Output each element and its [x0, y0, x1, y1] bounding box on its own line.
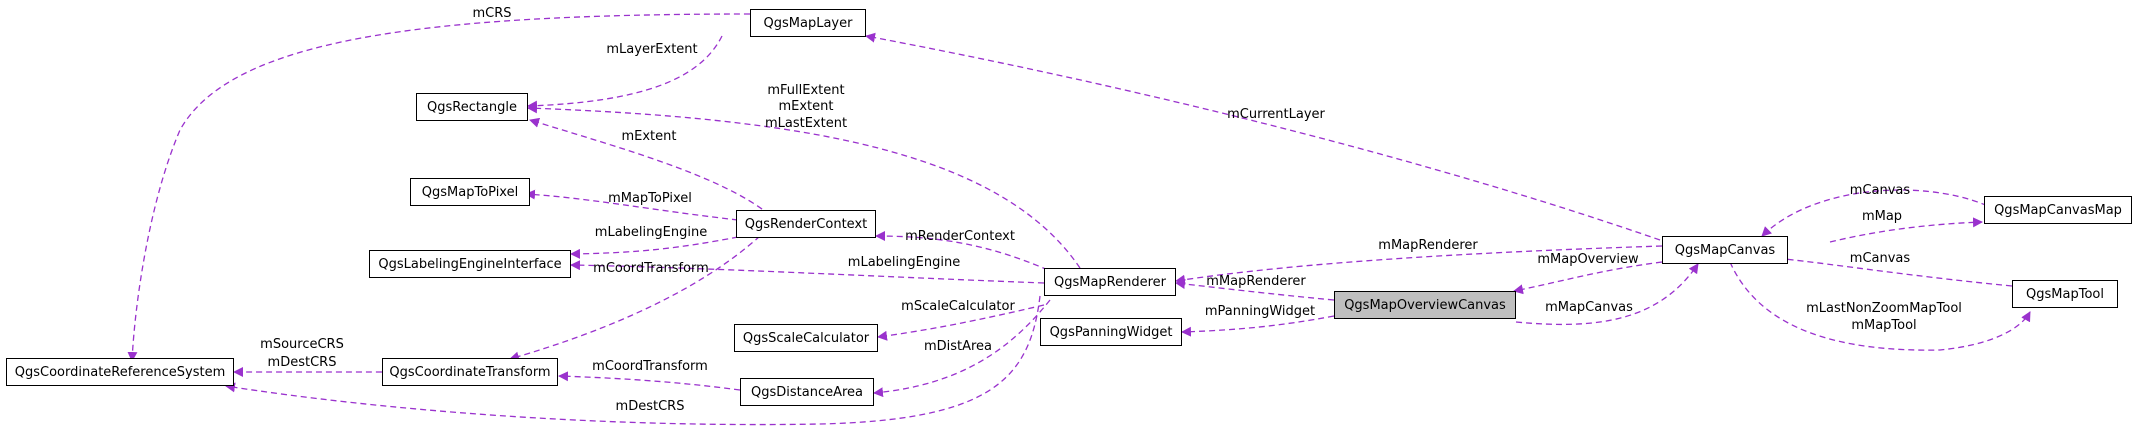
- edge-mmapcanvas: [1515, 263, 1699, 326]
- label-extents-2: mExtent: [778, 99, 833, 114]
- node-qgsmapcanvasmap[interactable]: QgsMapCanvasMap: [1984, 196, 2132, 224]
- edge-mpanningwidget: [1181, 315, 1335, 337]
- label-extents-1: mFullExtent: [767, 83, 844, 98]
- label-tools-2: mMapTool: [1851, 318, 1916, 333]
- label-mrendercontext: mRenderContext: [905, 229, 1015, 244]
- edge-mmaprenderer-mc: [1175, 245, 1663, 285]
- node-qgsrendercontext[interactable]: QgsRenderContext: [736, 210, 876, 238]
- edge-mdistarea: [873, 299, 1051, 398]
- edge-mcrs: [127, 13, 751, 362]
- label-mmaptopixel: mMapToPixel: [608, 191, 692, 206]
- label-mcanvas-mt: mCanvas: [1850, 251, 1911, 266]
- node-qgscoordinatetransform[interactable]: QgsCoordinateTransform: [382, 358, 558, 386]
- label-mcurrentlayer: mCurrentLayer: [1227, 107, 1325, 122]
- label-mlayerextent: mLayerExtent: [606, 42, 697, 57]
- edge-mcoordtransform-rc: [509, 235, 761, 362]
- label-mcrs: mCRS: [472, 6, 511, 21]
- edge-mmapoverview: [1513, 261, 1663, 295]
- label-msourcecrs: mSourceCRS: [260, 337, 344, 352]
- label-mcoordtransform-da: mCoordTransform: [592, 359, 708, 374]
- node-qgsmapoverviewcanvas[interactable]: QgsMapOverviewCanvas: [1334, 291, 1516, 319]
- label-mlabelingengine-rc: mLabelingEngine: [595, 225, 707, 240]
- edge-mlabelingengine-rc: [570, 236, 739, 259]
- node-qgslabelingengineinterface[interactable]: QgsLabelingEngineInterface: [369, 250, 571, 278]
- label-mextent: mExtent: [621, 129, 676, 144]
- edge-mlabelingengine-mr: [570, 260, 1045, 284]
- label-mmaprenderer-mc: mMapRenderer: [1378, 238, 1478, 253]
- node-qgsrectangle[interactable]: QgsRectangle: [416, 93, 528, 121]
- edge-mlayerextent: [527, 35, 723, 111]
- label-mlabelingengine-mr: mLabelingEngine: [848, 255, 960, 270]
- edge-mscalecalculator: [877, 304, 1045, 341]
- edge-mcoordtransform-da: [558, 371, 741, 391]
- node-qgscoordinatereferencesystem[interactable]: QgsCoordinateReferenceSystem: [6, 358, 234, 386]
- edge-extents: [527, 103, 1081, 269]
- node-qgsmapcanvas[interactable]: QgsMapCanvas: [1662, 236, 1788, 264]
- label-mmap: mMap: [1862, 209, 1902, 224]
- edge-mmap: [1829, 217, 1983, 243]
- label-mdistarea: mDistArea: [924, 339, 992, 354]
- label-mmapoverview: mMapOverview: [1537, 252, 1639, 267]
- label-extents-3: mLastExtent: [765, 116, 847, 131]
- label-mcanvas-cm: mCanvas: [1850, 183, 1911, 198]
- edge-mmaprenderer-ov: [1175, 279, 1335, 301]
- node-qgsmaplayer[interactable]: QgsMapLayer: [750, 9, 866, 37]
- edge-mcanvas-mt: [1773, 253, 2013, 287]
- edge-mdestcrs-mr: [225, 295, 1041, 426]
- node-qgsmaprenderer[interactable]: QgsMapRenderer: [1044, 268, 1176, 296]
- label-tools-1: mLastNonZoomMapTool: [1806, 301, 1962, 316]
- edge-tools: [1729, 261, 2031, 351]
- edge-mrendercontext: [875, 231, 1049, 271]
- node-qgsmaptool[interactable]: QgsMapTool: [2012, 280, 2118, 308]
- node-qgsmaptopixel[interactable]: QgsMapToPixel: [410, 178, 530, 206]
- edge-mmaptopixel: [525, 189, 739, 221]
- label-mscalecalculator: mScaleCalculator: [901, 299, 1015, 314]
- label-mcoordtransform-rc: mCoordTransform: [593, 261, 709, 276]
- label-mpanningwidget: mPanningWidget: [1205, 304, 1315, 319]
- edge-mcurrentlayer: [865, 32, 1661, 241]
- edge-mextent: [529, 117, 771, 216]
- node-qgsscalecalculator[interactable]: QgsScaleCalculator: [734, 324, 878, 352]
- label-mmaprenderer-ov: mMapRenderer: [1206, 274, 1306, 289]
- label-mdestcrs-mr: mDestCRS: [616, 399, 685, 414]
- label-mdestcrs-ct: mDestCRS: [268, 355, 337, 370]
- node-qgspanningwidget[interactable]: QgsPanningWidget: [1040, 318, 1182, 346]
- label-mmapcanvas: mMapCanvas: [1545, 300, 1633, 315]
- node-qgsdistancearea[interactable]: QgsDistanceArea: [740, 378, 874, 406]
